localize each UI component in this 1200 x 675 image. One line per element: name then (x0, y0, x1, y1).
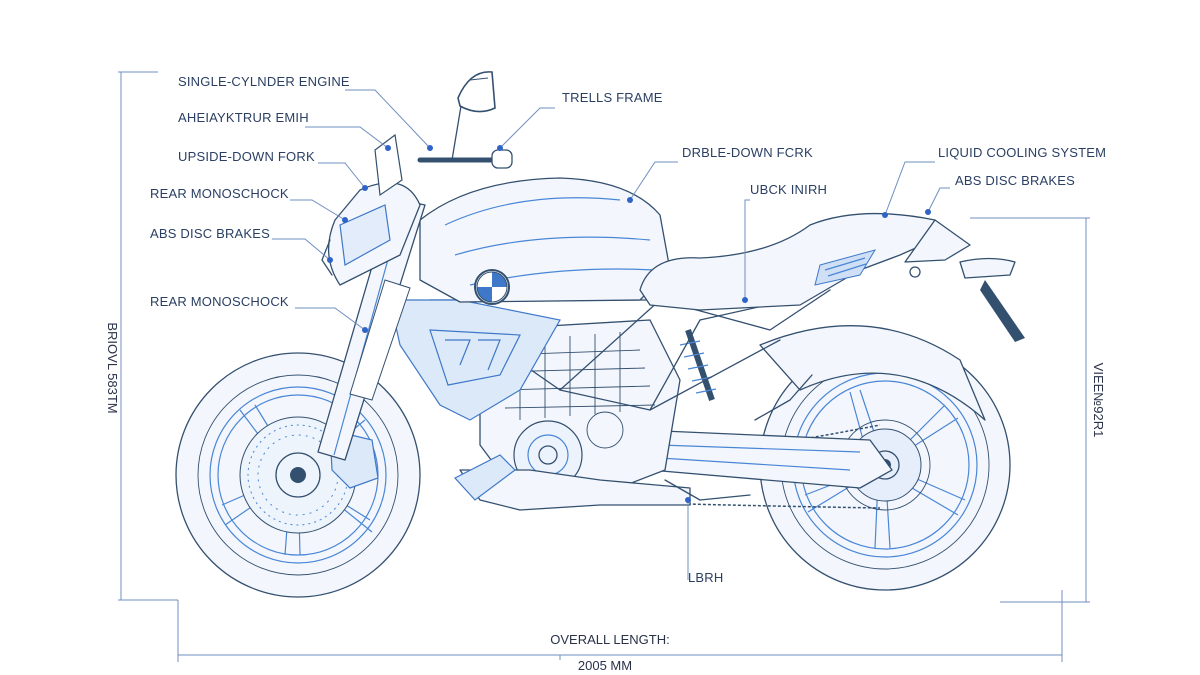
dimension-labels: BRIOVL 583TM VIEE№92R1 OVERALL LENGTH: 2… (105, 322, 1106, 673)
label-garbled-top-left: AHEIAYKTRUR EMIH (178, 110, 309, 125)
dimension-lines (118, 71, 1090, 662)
right-height-label: VIEE№92R1 (1091, 363, 1106, 438)
headlight-assembly (321, 133, 421, 286)
swingarm (639, 429, 893, 489)
left-height-label: BRIOVL 583TM (105, 322, 120, 413)
fuel-tank (419, 177, 671, 305)
label-double-down-fork: DRBLE-DOWN FCRK (682, 145, 813, 160)
front-fork (317, 197, 426, 461)
label-abs-disc-brakes-right: ABS DISC BRAKES (955, 173, 1075, 188)
rear-fender (759, 325, 986, 421)
overall-length-value: 2005 MM (578, 658, 632, 673)
label-single-cylinder-engine: SINGLE-CYLNDER ENGINE (178, 74, 350, 89)
callout-labels: SINGLE-CYLNDER ENGINE AHEIAYKTRUR EMIH U… (150, 74, 1106, 585)
label-rear-monoshock-1: REAR MONOSCHOCK (150, 186, 289, 201)
overall-length-label: OVERALL LENGTH: (550, 632, 669, 647)
label-rear-monoshock-2: REAR MONOSCHOCK (150, 294, 289, 309)
leader-lines (272, 89, 950, 580)
label-trellis-frame: TRELLS FRAME (562, 90, 663, 105)
engine-block (454, 319, 691, 511)
front-wheel (175, 352, 421, 598)
label-uback-center: UBCK INIRH (750, 182, 827, 197)
tail-section (904, 219, 1025, 342)
rear-shock (679, 329, 717, 401)
handlebar (417, 71, 513, 169)
seat (639, 212, 946, 311)
label-lower-center: LBRH (688, 570, 723, 585)
tank-shroud (389, 299, 561, 421)
roundel-logo-icon (474, 269, 510, 305)
label-abs-disc-brakes-left: ABS DISC BRAKES (150, 226, 270, 241)
label-upside-down-fork: UPSIDE-DOWN FORK (178, 149, 315, 164)
label-liquid-cooling-system: LIQUID COOLING SYSTEM (938, 145, 1106, 160)
footpegs (664, 374, 813, 501)
